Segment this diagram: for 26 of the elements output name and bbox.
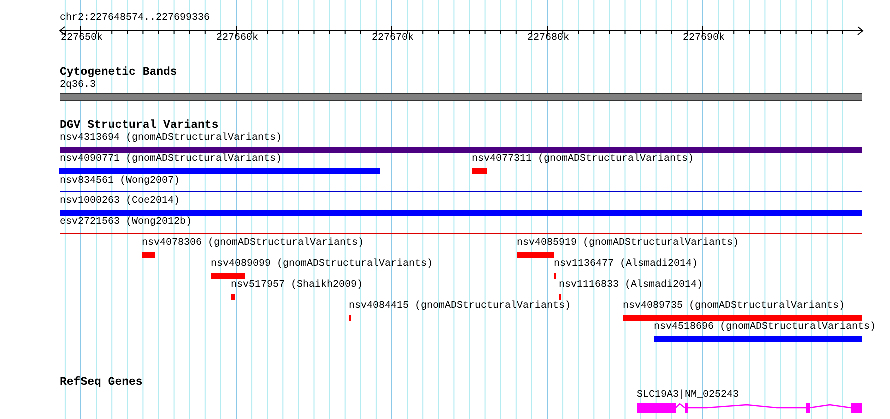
feature-label: nsv1136477 (Alsmadi2014) — [554, 259, 698, 271]
track-title: DGV Structural Variants — [60, 120, 219, 132]
feature-label: nsv834561 (Wong2007) — [60, 176, 180, 188]
feature-label: nsv4077311 (gnomADStructuralVariants) — [472, 154, 694, 166]
feature-label: nsv4089099 (gnomADStructuralVariants) — [211, 259, 434, 271]
region-label: chr2:227648574..227699336 — [60, 14, 210, 24]
axis-tick-label: 227680k — [528, 34, 570, 44]
feature-label: nsv1000263 (Coe2014) — [60, 196, 180, 208]
track-title: Cytogenetic Bands — [60, 67, 178, 78]
axis-tick-label: 227660k — [216, 34, 259, 44]
axis-tick-label: 227650k — [61, 34, 104, 44]
band-label: 2q36.3 — [60, 80, 96, 92]
feature-label: nsv4090771 (gnomADStructuralVariants) — [60, 154, 282, 166]
feature-label: nsv4078306 (gnomADStructuralVariants) — [142, 238, 364, 250]
gene-label: SLC19A3|NM_025243 — [637, 390, 740, 402]
feature-label: nsv4518696 (gnomADStructuralVariants) — [654, 322, 876, 334]
feature-label: nsv4313694 (gnomADStructuralVariants) — [60, 133, 282, 145]
feature-label: nsv4085919 (gnomADStructuralVariants) — [517, 238, 740, 250]
feature-label: nsv1116833 (Alsmadi2014) — [559, 280, 704, 292]
axis-tick-label: 227690k — [683, 34, 726, 44]
feature-label: esv2721563 (Wong2012b) — [60, 217, 192, 229]
feature-label: nsv4084415 (gnomADStructuralVariants) — [349, 301, 572, 313]
feature-label: nsv517957 (Shaikh2009) — [231, 280, 364, 292]
feature-label: nsv4089735 (gnomADStructuralVariants) — [623, 301, 846, 313]
track-title: RefSeq Genes — [60, 377, 143, 388]
axis-tick-label: 227670k — [372, 34, 414, 44]
